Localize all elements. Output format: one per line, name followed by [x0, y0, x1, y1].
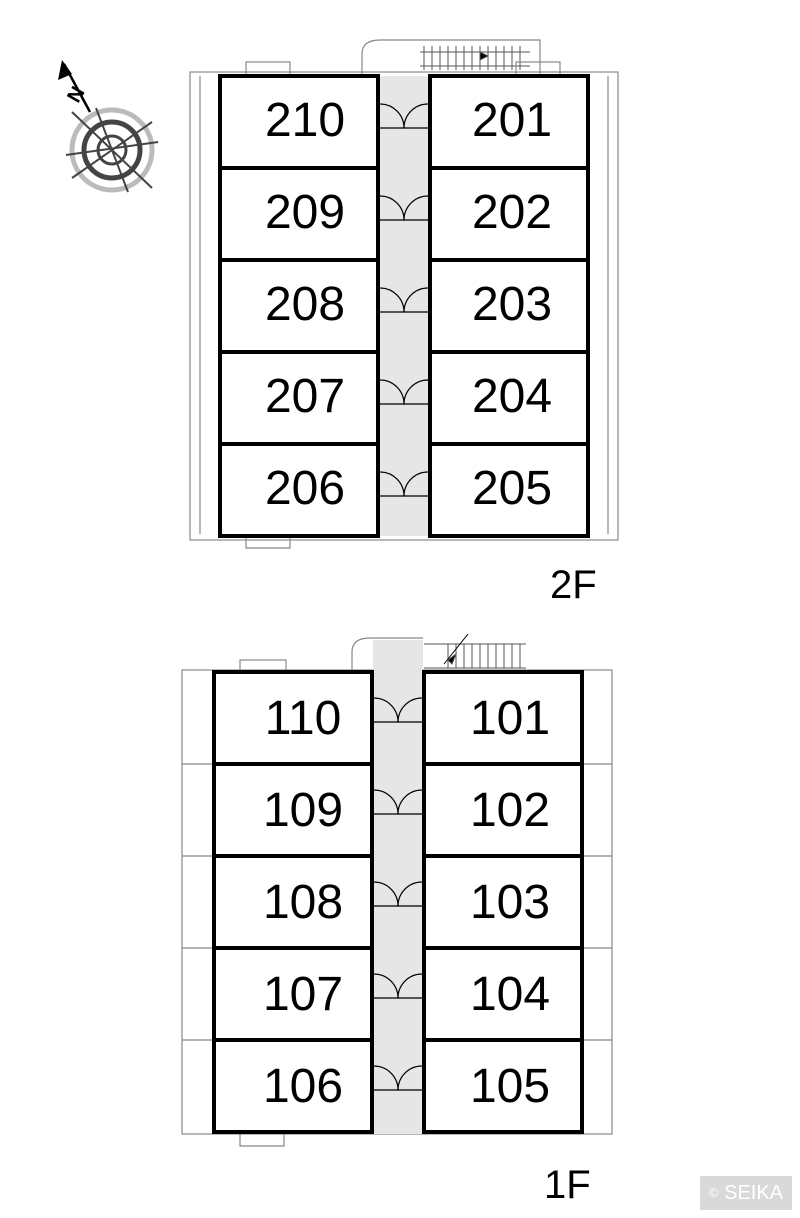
copyright-text: SEIKA: [724, 1182, 784, 1204]
room-203: 203: [472, 278, 552, 331]
compass-icon: [65, 107, 159, 193]
room-108: 108: [263, 876, 343, 929]
room-110: 110: [265, 692, 342, 745]
door-icons: [379, 103, 429, 497]
room-107: 107: [263, 968, 343, 1021]
floor-label-1f: 1F: [544, 1163, 591, 1207]
room-210: 210: [265, 94, 345, 147]
room-104: 104: [470, 968, 550, 1021]
room-208: 208: [265, 278, 345, 331]
copyright-badge: © SEIKA: [700, 1176, 792, 1210]
room-106: 106: [263, 1060, 343, 1113]
room-202: 202: [472, 186, 552, 239]
floor-1f: 110 109 108 107 106 101 102 103 104 105 …: [181, 633, 613, 1207]
room-101: 101: [470, 692, 550, 745]
room-103: 103: [470, 876, 550, 929]
floor-2f: 210 209 208 207 206 201 202 203 204 205 …: [189, 39, 619, 607]
room-204: 204: [472, 370, 552, 423]
door-icons: [373, 697, 423, 1091]
room-105: 105: [470, 1060, 550, 1113]
room-205: 205: [472, 462, 552, 515]
north-arrow-icon: [58, 60, 92, 113]
stairs-icon: [424, 633, 526, 669]
room-109: 109: [263, 784, 343, 837]
room-209: 209: [265, 186, 345, 239]
copyright-symbol: ©: [708, 1185, 719, 1200]
room-201: 201: [472, 94, 552, 147]
room-102: 102: [470, 784, 550, 837]
room-206: 206: [265, 462, 345, 515]
room-207: 207: [265, 370, 345, 423]
floor-label-2f: 2F: [550, 563, 597, 607]
stairs-icon: [420, 46, 530, 70]
